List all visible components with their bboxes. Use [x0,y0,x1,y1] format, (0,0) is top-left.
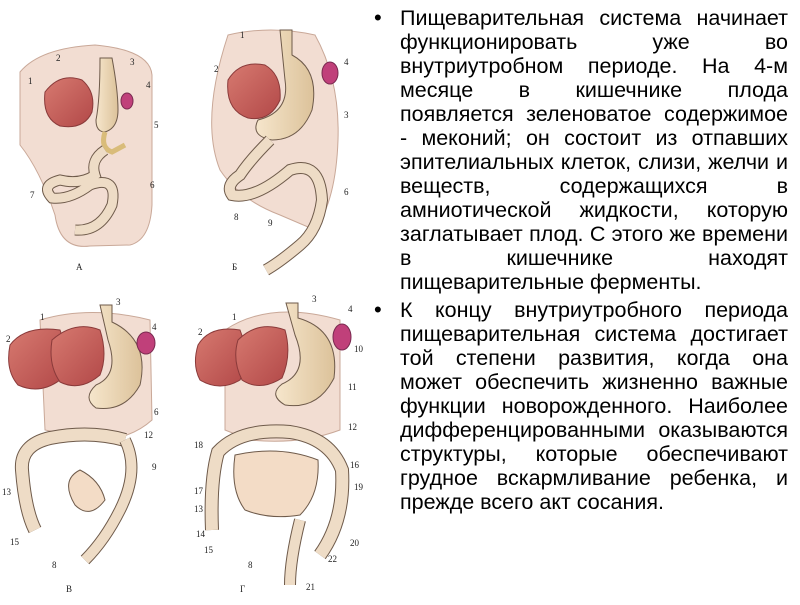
panel-g-label-15: 15 [204,545,214,555]
figure-svg: 1 2 3 4 5 6 7 А 1 2 3 4 6 8 9 Б [2,29,364,594]
panel-v-label-12: 12 [144,430,153,440]
panel-v-label-8: 8 [52,560,57,570]
panel-v-ileum-fill [81,437,137,564]
panel-g-label-19: 19 [354,482,364,492]
panel-g-label-22: 22 [328,554,337,564]
panel-g-label-21: 21 [306,582,315,592]
panel-b-label-2: 2 [214,64,219,74]
panel-g-label-4: 4 [348,304,353,314]
paragraph-bullet-2: • К концу внутриутробного периода пищева… [368,297,788,515]
panel-v-label-3: 3 [116,297,121,307]
panel-v-label-15: 15 [10,537,20,547]
panel-b-label-3: 3 [344,110,349,120]
panel-b-label-1: 1 [240,30,245,40]
panel-a-spleen [120,92,134,110]
panel-a-letter: А [76,262,83,272]
panel-b-letter: Б [232,262,237,272]
panel-g-label-16: 16 [350,460,360,470]
panel-b-intestine-fill [224,136,328,275]
panel-g: 1 2 3 4 10 11 12 16 17 18 13 14 15 8 19 … [194,294,364,594]
panel-g-label-8: 8 [248,560,253,570]
panel-g-letter: Г [240,584,245,594]
panel-v-colon-fill [15,428,127,533]
panel-a-duodenum [101,131,127,155]
panel-a: 1 2 3 4 5 6 7 А [19,44,159,272]
panel-g-colon-fill [205,425,349,559]
panel-a-label-5: 5 [154,120,159,130]
panel-g-label-17: 17 [194,486,204,496]
paragraph-bullet-1: • Пищеварительная система начинает функц… [368,6,788,294]
panel-g-rectum-fill [285,518,305,586]
panel-a-label-3: 3 [130,57,135,67]
panel-v-label-1: 1 [40,312,45,322]
paragraph-digestion-end: К концу внутриутробного периода пищевари… [400,298,788,514]
panel-g-label-2: 2 [198,327,203,337]
panel-b-label-4: 4 [344,57,349,67]
panel-a-intestine-fill [43,146,118,235]
bullet-dot-icon: • [374,297,382,322]
panel-b-spleen [321,61,339,85]
panel-a-label-6: 6 [150,180,155,190]
panel-v: 1 2 3 4 6 12 13 15 8 9 В [2,297,159,594]
panel-v-label-9: 9 [152,462,157,472]
panel-g-label-13: 13 [194,504,204,514]
panel-g-stomach [275,302,336,407]
panel-v-liver-right [50,326,105,387]
panel-a-stomach [95,57,119,133]
panel-a-label-2: 2 [56,53,61,63]
panel-v-label-2: 2 [6,334,11,344]
panel-g-label-14: 14 [196,529,206,539]
panel-b-stomach [255,29,315,141]
text-column: • Пищеварительная система начинает функц… [368,6,788,600]
panel-a-mesentery [19,44,153,247]
panel-g-liver-right [235,326,289,386]
panel-g-label-18: 18 [194,440,204,450]
panel-v-small-intestine [68,469,106,512]
panel-g-small-intestine [233,450,319,518]
panel-g-label-11: 11 [348,382,357,392]
panel-b-label-6: 6 [344,187,349,197]
panel-v-stomach [88,304,143,410]
panel-b: 1 2 3 4 6 8 9 Б [211,29,349,276]
bullet-dot-icon: • [374,6,382,30]
panel-b-liver [227,63,281,120]
panel-a-label-1: 1 [28,76,33,86]
panel-a-liver [44,77,94,128]
panel-g-label-20: 20 [350,538,360,548]
panel-v-letter: В [66,584,72,594]
panel-g-label-12: 12 [348,422,357,432]
panel-b-label-8: 8 [234,212,239,222]
panel-v-label-13: 13 [2,487,12,497]
panel-g-liver [194,328,247,387]
panel-g-label-1: 1 [232,312,237,322]
paragraph-digestion-start: Пищеварительная система начинает функцио… [400,6,788,294]
panel-v-label-6: 6 [154,407,159,417]
panel-g-label-3: 3 [312,294,317,304]
panel-a-label-7: 7 [30,190,35,200]
embryology-figure: 1 2 3 4 5 6 7 А 1 2 3 4 6 8 9 Б [0,0,365,600]
panel-g-spleen [332,323,352,351]
panel-v-spleen [136,331,156,355]
panel-v-label-4: 4 [152,322,157,332]
panel-b-label-9: 9 [268,218,273,228]
panel-a-label-4: 4 [146,80,151,90]
panel-g-label-10: 10 [354,344,364,354]
